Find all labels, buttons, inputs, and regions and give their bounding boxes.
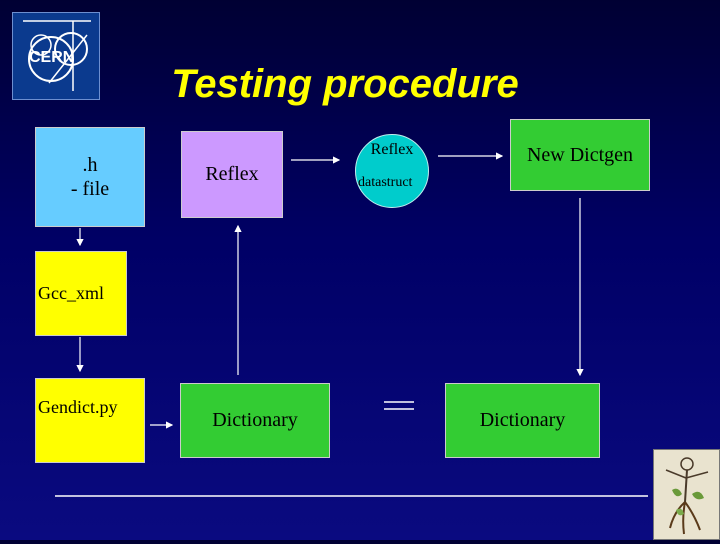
reflex-datastruct-circle [355,134,429,208]
new-dictgen-box: New Dictgen [510,119,650,191]
gcc-xml-box: Gcc_xml [35,251,127,336]
reflex-box: Reflex [181,131,283,218]
circle-label-datastruct: datastruct [358,175,413,190]
h-file-box: .h - file [35,127,145,227]
equals-sign-icon [384,401,414,410]
cern-logo-text: CERN [29,49,74,66]
figure-illustration-icon [665,457,709,535]
circle-label-reflex: Reflex [370,141,414,158]
page-title: Testing procedure [171,62,519,106]
cern-logo: CERN [12,12,100,100]
dictionary-left-box: Dictionary [180,383,330,458]
cern-logo-icon: CERN [23,20,91,91]
decorative-figure-image [653,449,720,540]
gendict-box: Gendict.py [35,378,145,463]
dictionary-right-box: Dictionary [445,383,600,458]
